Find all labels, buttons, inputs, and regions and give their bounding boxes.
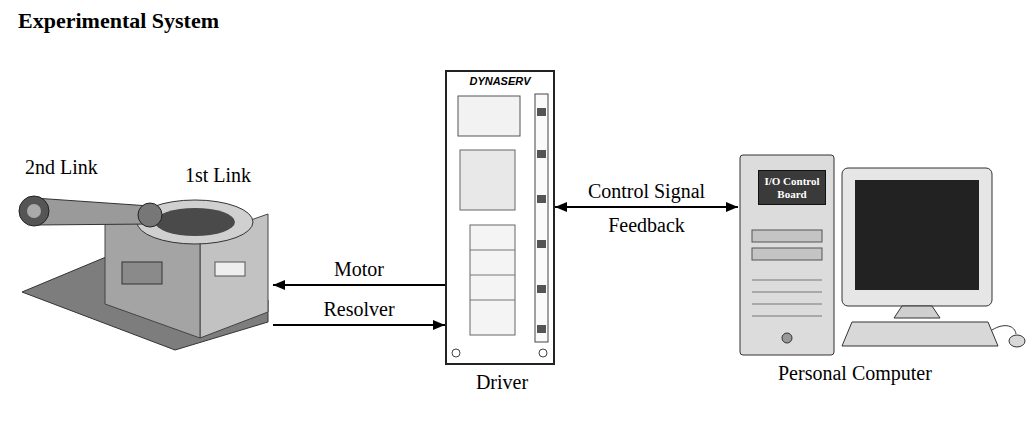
- name-plate: [215, 262, 245, 276]
- drive-bay: [752, 230, 822, 242]
- signal-arrow: [273, 324, 445, 326]
- keyboard: [842, 322, 998, 346]
- terminal-block: [470, 225, 515, 335]
- signal-label: Control Signal: [585, 180, 708, 202]
- robot-arm: 2nd Link 1st Link: [5, 150, 273, 355]
- second-link: [34, 198, 150, 225]
- signal-arrow: [555, 206, 738, 208]
- connector-pin: [537, 195, 546, 203]
- second-link-end: [19, 196, 49, 226]
- signal-label: Feedback: [605, 214, 688, 236]
- connector-pin: [537, 150, 546, 158]
- monitor-stand: [894, 306, 940, 318]
- driver-label: Driver: [417, 371, 587, 393]
- grille-line: [752, 316, 822, 317]
- monitor-frame: [842, 168, 992, 306]
- connector-pin: [537, 240, 546, 248]
- driver-panel: [460, 150, 515, 210]
- connector-pin: [537, 325, 546, 333]
- grille-line: [752, 280, 822, 281]
- joint: [138, 203, 162, 227]
- link-label: 2nd Link: [25, 156, 98, 178]
- first-link: [137, 200, 253, 244]
- board-label: I/O Control Board: [761, 175, 823, 200]
- computer-label: Personal Computer: [778, 362, 932, 384]
- cable-connector: [122, 262, 162, 284]
- connector-pin: [537, 285, 546, 293]
- screw: [452, 349, 460, 357]
- tower-case: [740, 155, 834, 355]
- connector-pin: [537, 108, 546, 116]
- computer-figure: [740, 155, 1025, 355]
- power-button: [782, 333, 792, 343]
- diagram-title: Experimental System: [18, 8, 219, 34]
- connector-strip: [535, 94, 548, 342]
- mouse: [1009, 335, 1025, 347]
- driver-sticker: [458, 96, 520, 136]
- mouse-cable: [992, 326, 1016, 334]
- robot-figure: [19, 196, 268, 350]
- signal-label: Motor: [331, 258, 387, 280]
- screw: [539, 349, 547, 357]
- personal-computer: Personal Computer I/O Control Board: [738, 150, 1003, 395]
- servo-driver: DYNASERVDriver: [445, 70, 555, 365]
- signal-arrow: [273, 284, 445, 286]
- driver-figure: [452, 94, 548, 357]
- terminal-line: [470, 300, 515, 301]
- grille-line: [752, 292, 822, 293]
- grille-line: [752, 304, 822, 305]
- drive-bay: [752, 248, 822, 260]
- brand-label: DYNASERV: [447, 75, 553, 87]
- link-label: 1st Link: [185, 164, 251, 186]
- second-link-hub: [27, 204, 41, 218]
- terminal-line: [470, 275, 515, 276]
- monitor-screen: [855, 180, 979, 290]
- signal-label: Resolver: [320, 298, 397, 320]
- first-link-opening: [155, 208, 235, 236]
- io-control-board: I/O Control Board: [758, 170, 826, 205]
- terminal-line: [470, 250, 515, 251]
